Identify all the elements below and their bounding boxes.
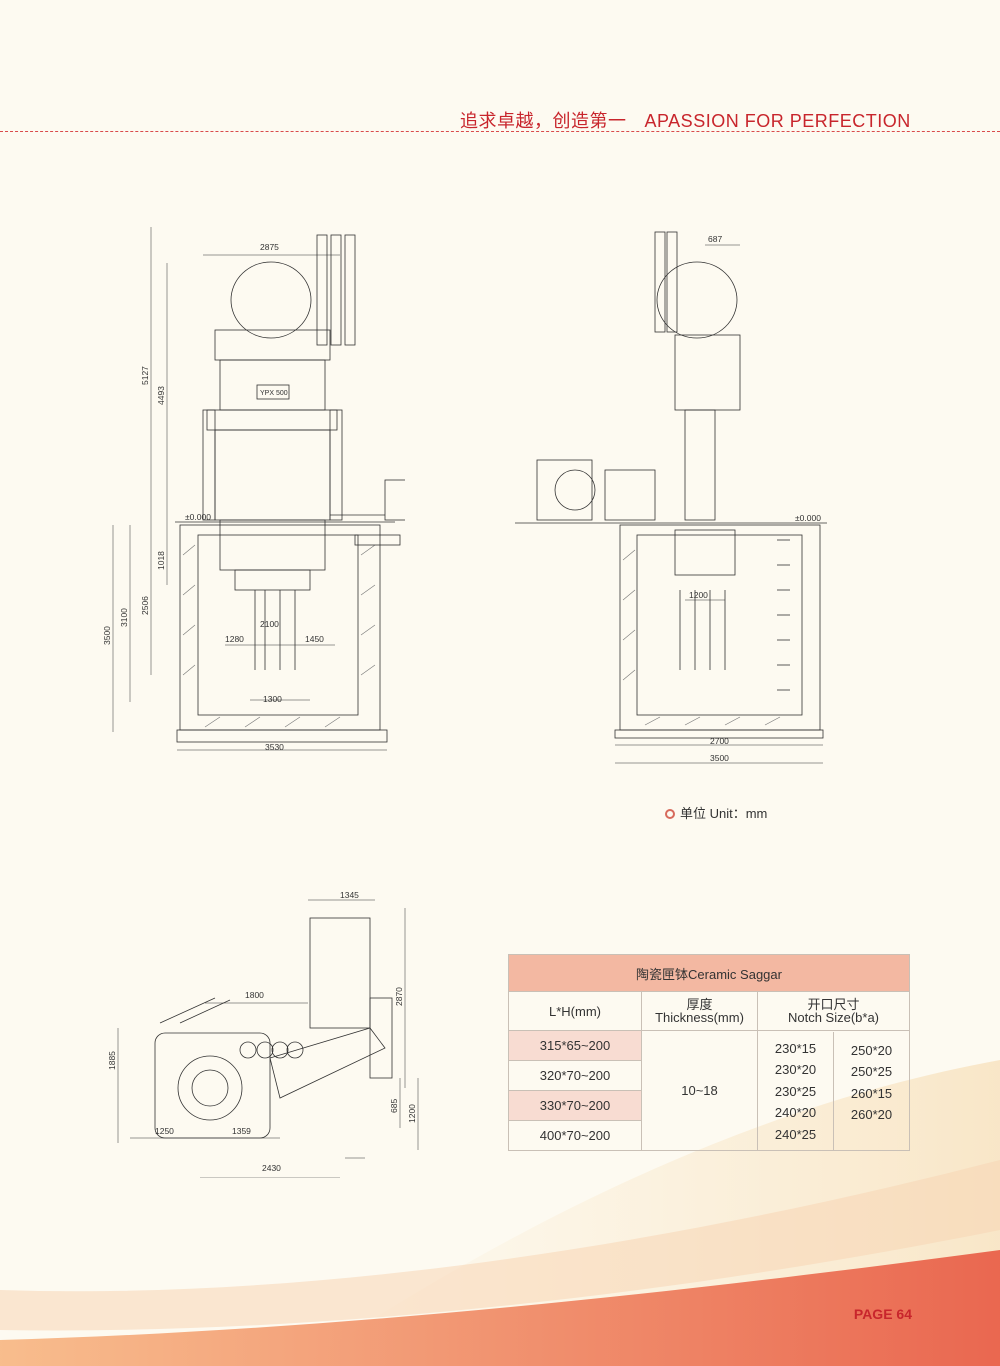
table-row: 315*65~200 [508, 1030, 642, 1061]
dim-plan-height: 2870 [394, 987, 404, 1006]
ground-level-label: ±0.000 [185, 512, 211, 522]
table-title: 陶瓷匣钵Ceramic Saggar [508, 954, 910, 992]
dim-front-height: 4493 [156, 386, 166, 405]
dim-plan-top: 1345 [340, 890, 359, 900]
dim-plan-bottom-2: 1359 [232, 1126, 251, 1136]
front-elevation-drawing: 2875 5127 4493 ±0.000 1018 2506 3100 350… [102, 227, 405, 752]
dim-front-depth-3: 3100 [119, 608, 129, 627]
dim-plan-right-2: 1200 [407, 1104, 417, 1123]
bullet-icon [665, 808, 675, 819]
dim-plan-mid: 1800 [245, 990, 264, 1000]
ground-level-label-side: ±0.000 [795, 513, 821, 523]
table-row: 330*70~200 [508, 1090, 642, 1121]
dim-front-inner-3: 1450 [305, 634, 324, 644]
table-row: 320*70~200 [508, 1060, 642, 1091]
dim-front-base: 3530 [265, 742, 284, 752]
side-elevation-drawing: 687 ±0.000 1200 2700 3500 [515, 231, 827, 764]
dim-front-width: 2875 [260, 242, 279, 252]
header-lh: L*H(mm) [508, 991, 642, 1031]
dim-side-inner: 1200 [689, 590, 708, 600]
dim-plan-bottom-3: 2430 [262, 1163, 281, 1173]
header-title: 追求卓越，创造第一 APASSION FOR PERFECTION [460, 107, 911, 133]
table-row: 400*70~200 [508, 1120, 642, 1151]
dim-plan-bottom-1: 1250 [155, 1126, 174, 1136]
unit-note-text: 单位 Unit：mm [680, 806, 768, 821]
dim-side-top: 687 [708, 234, 722, 244]
dim-front-inner-1: 2100 [260, 619, 279, 629]
dim-side-base: 3500 [710, 753, 729, 763]
dim-front-depth-2: 2506 [140, 596, 150, 615]
press-model-plate: YPX 500 [260, 390, 288, 397]
dim-front-inner-4: 1300 [263, 694, 282, 704]
dim-front-depth-4: 3500 [102, 626, 112, 645]
plan-view-drawing: 1345 1800 2870 1885 685 1200 1250 1359 2… [107, 890, 419, 1178]
dim-front-height-total: 5127 [140, 366, 150, 385]
header-title-cn: 追求卓越，创造第一 [460, 111, 627, 131]
dim-plan-left: 1885 [107, 1051, 117, 1070]
dim-front-depth-1: 1018 [156, 551, 166, 570]
thickness-value: 10~18 [641, 1030, 758, 1151]
dim-side-inner-width: 2700 [710, 736, 729, 746]
page-number: PAGE 64 [853, 1306, 912, 1322]
dim-plan-right-1: 685 [389, 1099, 399, 1113]
dim-front-inner-2: 1280 [225, 634, 244, 644]
header-divider [0, 131, 1000, 132]
header-title-en: APASSION FOR PERFECTION [644, 111, 911, 131]
unit-note: 单位 Unit：mm [665, 803, 767, 822]
